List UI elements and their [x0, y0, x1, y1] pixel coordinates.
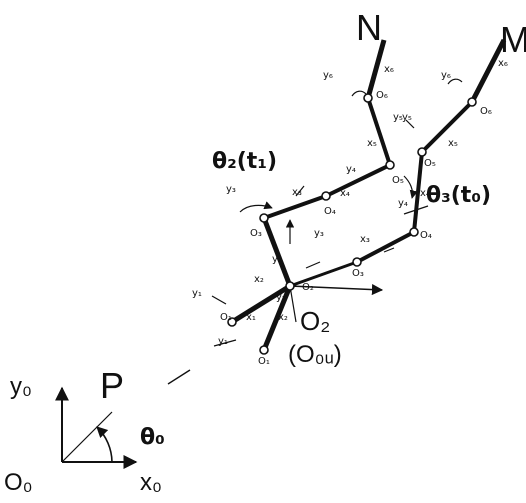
label-x-right-top: x₆	[498, 58, 508, 69]
label-o-mid-right: O₄	[420, 230, 432, 241]
link-o3b-to-o4b	[356, 230, 415, 264]
label-y3: y₃	[226, 184, 236, 195]
world-origin-label: O₀	[4, 469, 33, 496]
body-x-axis	[289, 283, 384, 296]
label-o-left2: O₁	[258, 356, 270, 367]
label-x6: x₆	[384, 64, 394, 75]
label-o3b: O₃	[352, 268, 364, 279]
label-x-lower: x₂	[278, 312, 288, 323]
base-point-label: P	[100, 365, 124, 406]
label-y-mid-right: y₄	[398, 198, 408, 209]
link-o5b-to-o6b	[420, 100, 474, 154]
label-y5: y₅	[393, 112, 403, 123]
axis-o2-extra	[305, 261, 321, 269]
joint-o6b	[467, 97, 477, 107]
label-x-mid-right: x₄	[420, 188, 430, 199]
label-x5: x₅	[367, 138, 377, 149]
axis-lower-y	[213, 339, 237, 347]
joint-o4b	[409, 227, 419, 237]
axis-o4-x	[295, 185, 305, 197]
label-y-lower: y₂	[276, 292, 286, 303]
endpoint-n-label: N	[356, 7, 382, 48]
theta2-label: θ₂(t₁)	[212, 149, 277, 174]
o6-hook	[351, 90, 367, 97]
label-o-right-mid: O₅	[424, 158, 436, 169]
body-center-joint	[289, 283, 384, 323]
world-y-label: y₀	[10, 373, 32, 400]
body-center-alias-label: (O₀ᵤ)	[288, 341, 342, 368]
label-y4: y₄	[346, 164, 356, 175]
link-lower-left-1	[230, 283, 292, 325]
link-o4-to-o5	[325, 163, 391, 198]
axis-o5b-x	[403, 205, 429, 215]
label-y-right-top: y₆	[441, 70, 451, 81]
label-y-left: y₁	[192, 288, 202, 299]
joint-o4	[321, 191, 331, 201]
links	[230, 38, 507, 351]
world-diagonal-to-p	[61, 411, 113, 463]
world-x-label: x₀	[140, 469, 162, 496]
joint-lower	[259, 345, 269, 355]
axis-mid-right	[383, 247, 395, 253]
link-lower-left-2	[261, 285, 293, 351]
endpoint-m-label: M	[500, 19, 526, 60]
label-x2: x₂	[254, 274, 264, 285]
joint-o3b	[352, 257, 362, 267]
label-o5: O₅	[392, 175, 404, 186]
body-center-label: O₂	[300, 306, 330, 336]
axis-o4b-y	[405, 119, 415, 129]
label-y-right-mid: y₅	[402, 112, 412, 123]
body-axis-down	[289, 285, 297, 323]
link-o6b-to-m	[469, 38, 507, 104]
theta3-label: θ₃(t₀)	[426, 183, 491, 208]
label-y-left2: y₁	[218, 336, 228, 347]
joint-lower-left	[227, 317, 237, 327]
theta2-arc	[239, 201, 273, 213]
dash-to-body-1	[167, 369, 191, 385]
world-frame	[55, 386, 138, 469]
axis-lower-x	[211, 295, 227, 305]
joint-body	[285, 281, 295, 291]
link-body-to-o3b	[289, 260, 358, 288]
joint-o6	[363, 93, 373, 103]
label-o-right-top: O₆	[480, 106, 492, 117]
link-o6-to-n	[365, 39, 387, 99]
label-y3b: y₃	[314, 228, 324, 239]
label-o2: O₂	[302, 282, 314, 293]
joint-o3	[259, 213, 269, 223]
label-x4: x₄	[340, 188, 350, 199]
label-x3: x₃	[292, 187, 302, 198]
label-x-left2: x₁	[246, 312, 256, 323]
link-o3-to-o4	[263, 194, 327, 220]
joint-o5	[385, 160, 395, 170]
joint-o5b	[417, 147, 427, 157]
theta0-label: θ₀	[140, 425, 165, 450]
label-o4: O₄	[324, 206, 336, 217]
label-o-left: O₁	[220, 312, 232, 323]
label-y6: y₆	[323, 70, 333, 81]
label-x3b: x₃	[360, 234, 370, 245]
link-o4b-to-o5b	[412, 151, 424, 233]
local-frame-axes	[211, 78, 463, 347]
link-o5-to-o6	[366, 97, 392, 166]
label-o6: O₆	[376, 90, 388, 101]
joints	[227, 93, 477, 355]
label-x-right-mid: x₅	[448, 138, 458, 149]
link-body-to-o3	[261, 217, 293, 287]
label-o3: O₃	[250, 228, 262, 239]
o6b-hook	[447, 78, 463, 85]
frame-labels: y₆ x₆ O₆ y₅ x₅ O₅ y₆ x₆ O₆ y₅ x₅ O₅ y₃ x…	[192, 58, 508, 367]
label-y2: y₂	[272, 254, 282, 265]
theta3-arc	[403, 175, 418, 199]
theta0-arc	[96, 426, 113, 463]
